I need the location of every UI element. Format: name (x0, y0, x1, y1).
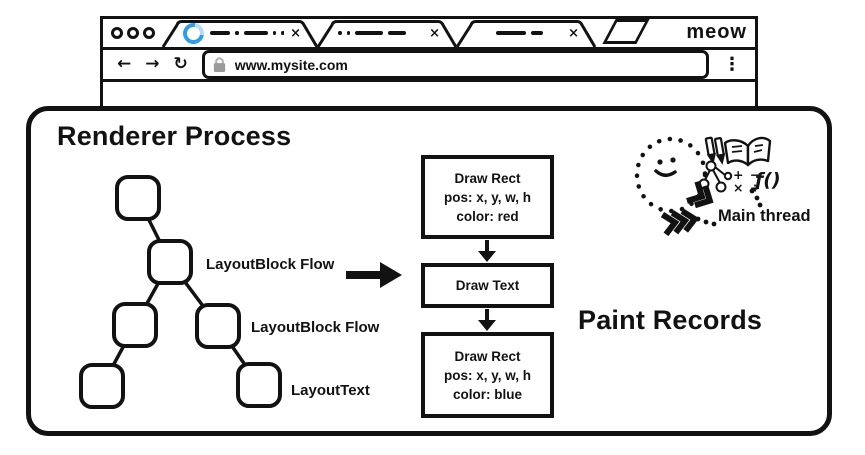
menu-icon[interactable]: ⋮ (723, 54, 741, 75)
pencil-icon (704, 136, 726, 165)
browser-tab-3[interactable]: × (455, 19, 597, 47)
paint-record-line: color: blue (452, 386, 522, 402)
paint-flow-arrow (478, 309, 496, 331)
lock-icon (213, 57, 225, 72)
layout-node (79, 363, 125, 409)
layout-node (236, 362, 282, 408)
paint-record-line: color: red (456, 208, 519, 224)
layout-node (115, 175, 161, 221)
tab-content: × (161, 18, 319, 48)
tab-title-squiggle (477, 31, 562, 35)
main-thread-illustration: + − × ÷ ƒ() (634, 136, 781, 237)
loading-spinner-icon (178, 18, 209, 48)
window-controls (103, 27, 161, 39)
tab-close-icon[interactable]: × (429, 25, 440, 41)
renderer-process-panel: Renderer Process LayoutBlock Flow Layout… (26, 106, 832, 436)
smiley-face-icon (654, 157, 677, 177)
chevron-arrows-icon (660, 208, 700, 237)
renderer-title: Renderer Process (57, 121, 292, 151)
forward-icon[interactable]: → (145, 54, 160, 74)
layout-node-label: LayoutBlock Flow (206, 256, 335, 273)
chevron-arrow-icon (686, 180, 714, 209)
reload-icon[interactable]: ↻ (173, 54, 188, 74)
paint-records-title: Paint Records (578, 305, 763, 335)
navigation-bar: ← → ↻ www.mysite.com ⋮ (103, 50, 755, 82)
url-text: www.mysite.com (234, 56, 348, 73)
dotted-trail (695, 188, 763, 227)
paint-record-line: Draw Text (455, 278, 520, 293)
paint-record-box: Draw Rect pos: x, y, w, h color: red (421, 155, 554, 239)
layout-node (195, 303, 241, 349)
browser-tab-1[interactable]: × (161, 18, 319, 48)
window-control-icon[interactable] (127, 27, 139, 39)
main-thread-label: Main thread (718, 207, 811, 225)
function-icon: ƒ() (752, 169, 781, 191)
back-icon[interactable]: ← (117, 54, 132, 74)
layout-node-label: LayoutText (291, 382, 370, 399)
paint-record-box: Draw Text (421, 263, 554, 308)
tab-outline (161, 20, 319, 47)
artist-signature: meow (686, 21, 747, 43)
book-icon (723, 136, 772, 167)
layout-to-paint-arrow (346, 262, 402, 288)
tab-close-icon[interactable]: × (568, 25, 579, 41)
svg-text:+ −: + − (733, 167, 761, 182)
paint-record-line: Draw Rect (454, 348, 521, 364)
paint-record-line: pos: x, y, w, h (443, 367, 531, 383)
window-control-icon[interactable] (111, 27, 123, 39)
tab-content: × (316, 19, 458, 47)
browser-tab-2[interactable]: × (316, 19, 458, 47)
tab-content: × (455, 19, 597, 47)
tab-outline (455, 20, 597, 47)
tab-outline (316, 20, 458, 47)
paint-flow-arrow (478, 240, 496, 262)
tab-title-squiggle (210, 31, 285, 35)
layout-node (112, 302, 158, 348)
paint-record-line: Draw Rect (454, 170, 521, 186)
browser-window: × × (100, 16, 758, 118)
layout-node-label: LayoutBlock Flow (251, 319, 380, 336)
dotted-loop (634, 136, 708, 214)
paint-record-box: Draw Rect pos: x, y, w, h color: blue (421, 332, 554, 418)
window-control-icon[interactable] (143, 27, 155, 39)
tab-title-squiggle (338, 31, 423, 35)
address-bar[interactable]: www.mysite.com (201, 50, 709, 79)
paint-record-line: pos: x, y, w, h (443, 189, 531, 205)
layout-node (147, 239, 193, 285)
tab-close-icon[interactable]: × (290, 25, 301, 41)
new-tab-button[interactable] (602, 19, 650, 44)
tab-strip: × × (103, 18, 755, 50)
